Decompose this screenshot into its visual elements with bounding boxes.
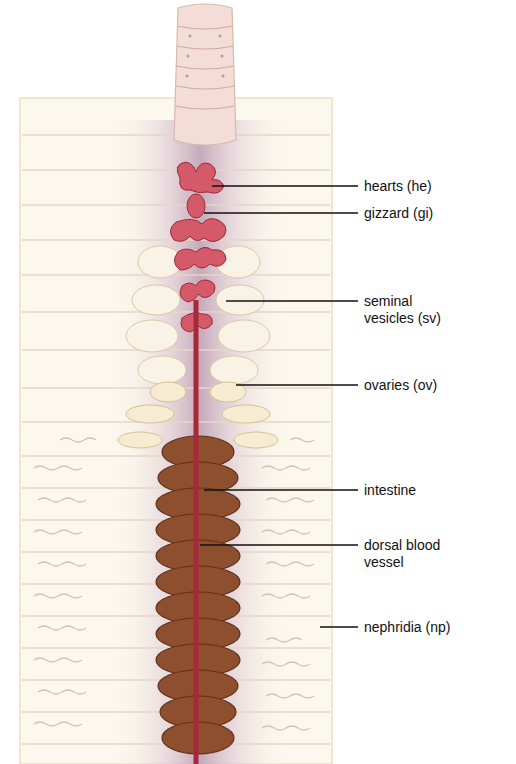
part-label: intestine [364,482,416,499]
dorsal-vessel [194,300,199,764]
segment-lines [22,135,330,744]
part-label: gizzard (gi) [364,205,433,222]
head-rings [175,26,235,109]
part-label: hearts (he) [364,178,432,195]
part-label: seminal vesicles (sv) [364,293,460,327]
part-label: ovaries (ov) [364,377,437,394]
part-label: nephridia (np) [364,619,450,636]
head-dots [186,35,225,78]
nephridia [34,438,314,730]
leader-lines [200,186,358,627]
body-wall [20,98,332,764]
body-cavity [110,120,290,764]
part-label: dorsal blood vessel [364,537,460,571]
head [174,4,236,145]
